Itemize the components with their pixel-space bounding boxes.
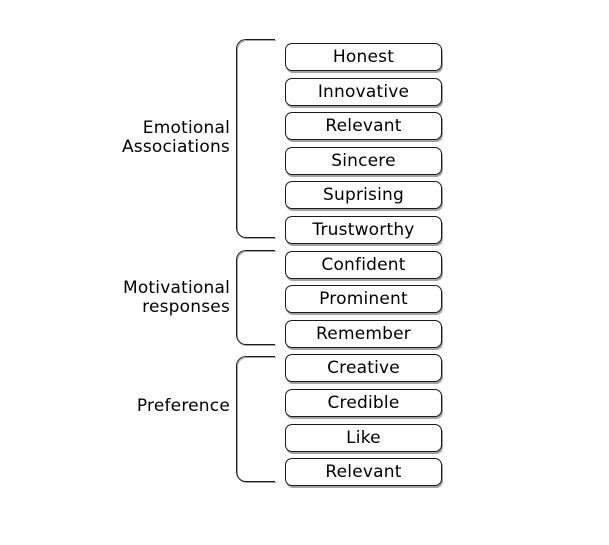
item-box: Remember bbox=[285, 320, 442, 348]
item-box: Credible bbox=[285, 389, 442, 417]
item-box: Relevant bbox=[285, 112, 442, 140]
item-box: Innovative bbox=[285, 78, 442, 106]
item-box: Prominent bbox=[285, 285, 442, 313]
item-box: Creative bbox=[285, 354, 442, 382]
item-box: Sincere bbox=[285, 147, 442, 175]
group-label-emotional-associations: Emotional Associations bbox=[121, 118, 230, 157]
bracket-motivational-responses bbox=[236, 250, 275, 345]
item-box: Confident bbox=[285, 251, 442, 279]
item-box: Trustworthy bbox=[285, 216, 442, 244]
item-box: Relevant bbox=[285, 458, 442, 486]
bracket-preference bbox=[236, 356, 275, 482]
item-box: Suprising bbox=[285, 181, 442, 209]
group-label-motivational-responses: Motivational responses bbox=[122, 278, 230, 317]
bracket-emotional-associations bbox=[236, 39, 275, 238]
item-box: Like bbox=[285, 424, 442, 452]
item-box: Honest bbox=[285, 43, 442, 71]
group-label-preference: Preference bbox=[136, 396, 230, 416]
